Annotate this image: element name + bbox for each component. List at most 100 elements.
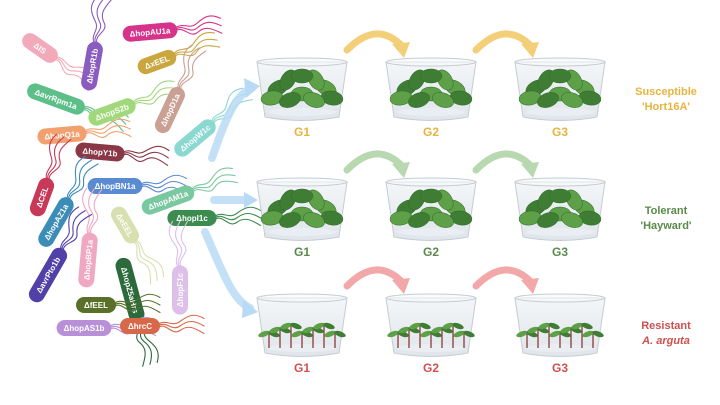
flagellum <box>90 188 103 236</box>
bacterium: ΔhopF1c <box>168 220 189 315</box>
leaf <box>303 212 325 228</box>
plant-cup: G1 <box>256 177 348 259</box>
transfer-arrow <box>472 30 535 54</box>
flagellum <box>132 240 152 285</box>
bacterium-body <box>174 119 216 157</box>
generation-label: G2 <box>423 245 439 259</box>
bacterium-body <box>56 320 112 336</box>
flagellum <box>45 133 58 181</box>
leaf <box>398 326 410 334</box>
flagellum <box>96 0 112 45</box>
bacterium-body <box>122 22 178 42</box>
leaf <box>463 330 475 338</box>
plant-cup: G3 <box>514 293 606 375</box>
bacterium: ΔhopBP1a <box>78 187 103 288</box>
bacterium-body <box>27 83 85 115</box>
leaf <box>408 212 430 228</box>
flagellum <box>48 138 72 182</box>
arrowhead <box>392 278 410 294</box>
cup-rim <box>514 57 606 67</box>
flagellum <box>190 167 234 191</box>
leaf <box>419 322 431 330</box>
flagellum <box>177 44 193 90</box>
flagellum <box>113 293 161 305</box>
plant-cup: G1 <box>256 57 348 139</box>
flagellum <box>132 87 178 105</box>
flagellum <box>88 188 95 236</box>
flagellum <box>47 136 65 181</box>
mutant-label: ΔhopAU1a <box>129 26 171 39</box>
bacterium-body <box>37 125 87 145</box>
arrowhead <box>392 162 410 178</box>
flagellum <box>134 239 165 278</box>
leaf <box>432 92 454 108</box>
cup-rim <box>256 177 348 187</box>
mutant-label: ΔhopBP1a <box>82 239 95 281</box>
bacterium-body <box>111 206 139 244</box>
bacterium: ΔxEEL <box>137 32 221 75</box>
flagellum <box>173 45 221 58</box>
leaf <box>290 188 314 204</box>
generation-label: G1 <box>294 361 310 375</box>
bacterium-body <box>75 142 125 162</box>
leaf <box>387 330 399 338</box>
leaf <box>549 330 561 338</box>
arrowhead <box>242 300 258 318</box>
leaf <box>269 326 281 334</box>
cup-rim <box>514 293 606 303</box>
plant-cup: G3 <box>514 57 606 139</box>
flagellum <box>121 153 169 167</box>
flagellum <box>66 155 86 200</box>
leaf <box>324 330 336 338</box>
arrowhead <box>521 278 539 294</box>
bacterium-body <box>120 318 160 334</box>
leaf <box>537 212 559 228</box>
leaf <box>290 68 314 84</box>
transfer-arrow <box>472 266 535 290</box>
cup-rim <box>385 293 477 303</box>
flagellum <box>180 50 207 91</box>
generation-label: G1 <box>294 125 310 139</box>
flagellum <box>174 27 223 35</box>
arrowhead <box>521 162 539 178</box>
flagellum <box>139 174 187 186</box>
inoculation-arrow <box>201 228 254 312</box>
leaf <box>303 92 325 108</box>
bacterium-body <box>115 257 145 323</box>
leaf <box>571 322 583 330</box>
leaf <box>452 322 464 330</box>
bacterium: ΔhopAM1a <box>141 167 239 215</box>
leaf <box>280 322 292 330</box>
generation-label: G2 <box>423 361 439 375</box>
arrowhead <box>521 42 539 58</box>
leaf <box>582 330 594 338</box>
leaf <box>420 330 432 338</box>
bacterium-body <box>137 49 177 75</box>
flagellum <box>121 151 169 159</box>
leaf <box>279 212 301 228</box>
bacterium: ΔhopY1b <box>75 142 170 167</box>
leaf <box>302 326 314 334</box>
flagellum <box>214 212 262 221</box>
flagellum <box>82 187 90 236</box>
leaf <box>419 188 443 204</box>
leaf <box>431 326 443 334</box>
flagellum <box>61 210 86 252</box>
flagellum <box>62 213 93 252</box>
inoculation-arrows <box>201 78 260 318</box>
mutant-label: ΔhopI1c <box>176 214 208 223</box>
bacterium: ΔhopZ5aHrs <box>115 257 159 367</box>
bacterium-body <box>29 177 55 217</box>
bacterium: ΔhopAU1a <box>122 15 223 42</box>
cup-soil <box>268 228 336 236</box>
leaf <box>279 92 301 108</box>
leaf <box>323 322 335 330</box>
plant-cup: G2 <box>385 57 477 139</box>
bacterium: ΔhopS2b <box>88 80 180 126</box>
transfer-arrow <box>343 150 406 174</box>
plant-cup: G1 <box>256 293 348 375</box>
flagellum <box>133 240 158 281</box>
flagellum <box>168 220 180 268</box>
row-cultivar-resistant: A. arguta <box>641 335 690 347</box>
row-name-resistant: Resistant <box>641 320 691 332</box>
